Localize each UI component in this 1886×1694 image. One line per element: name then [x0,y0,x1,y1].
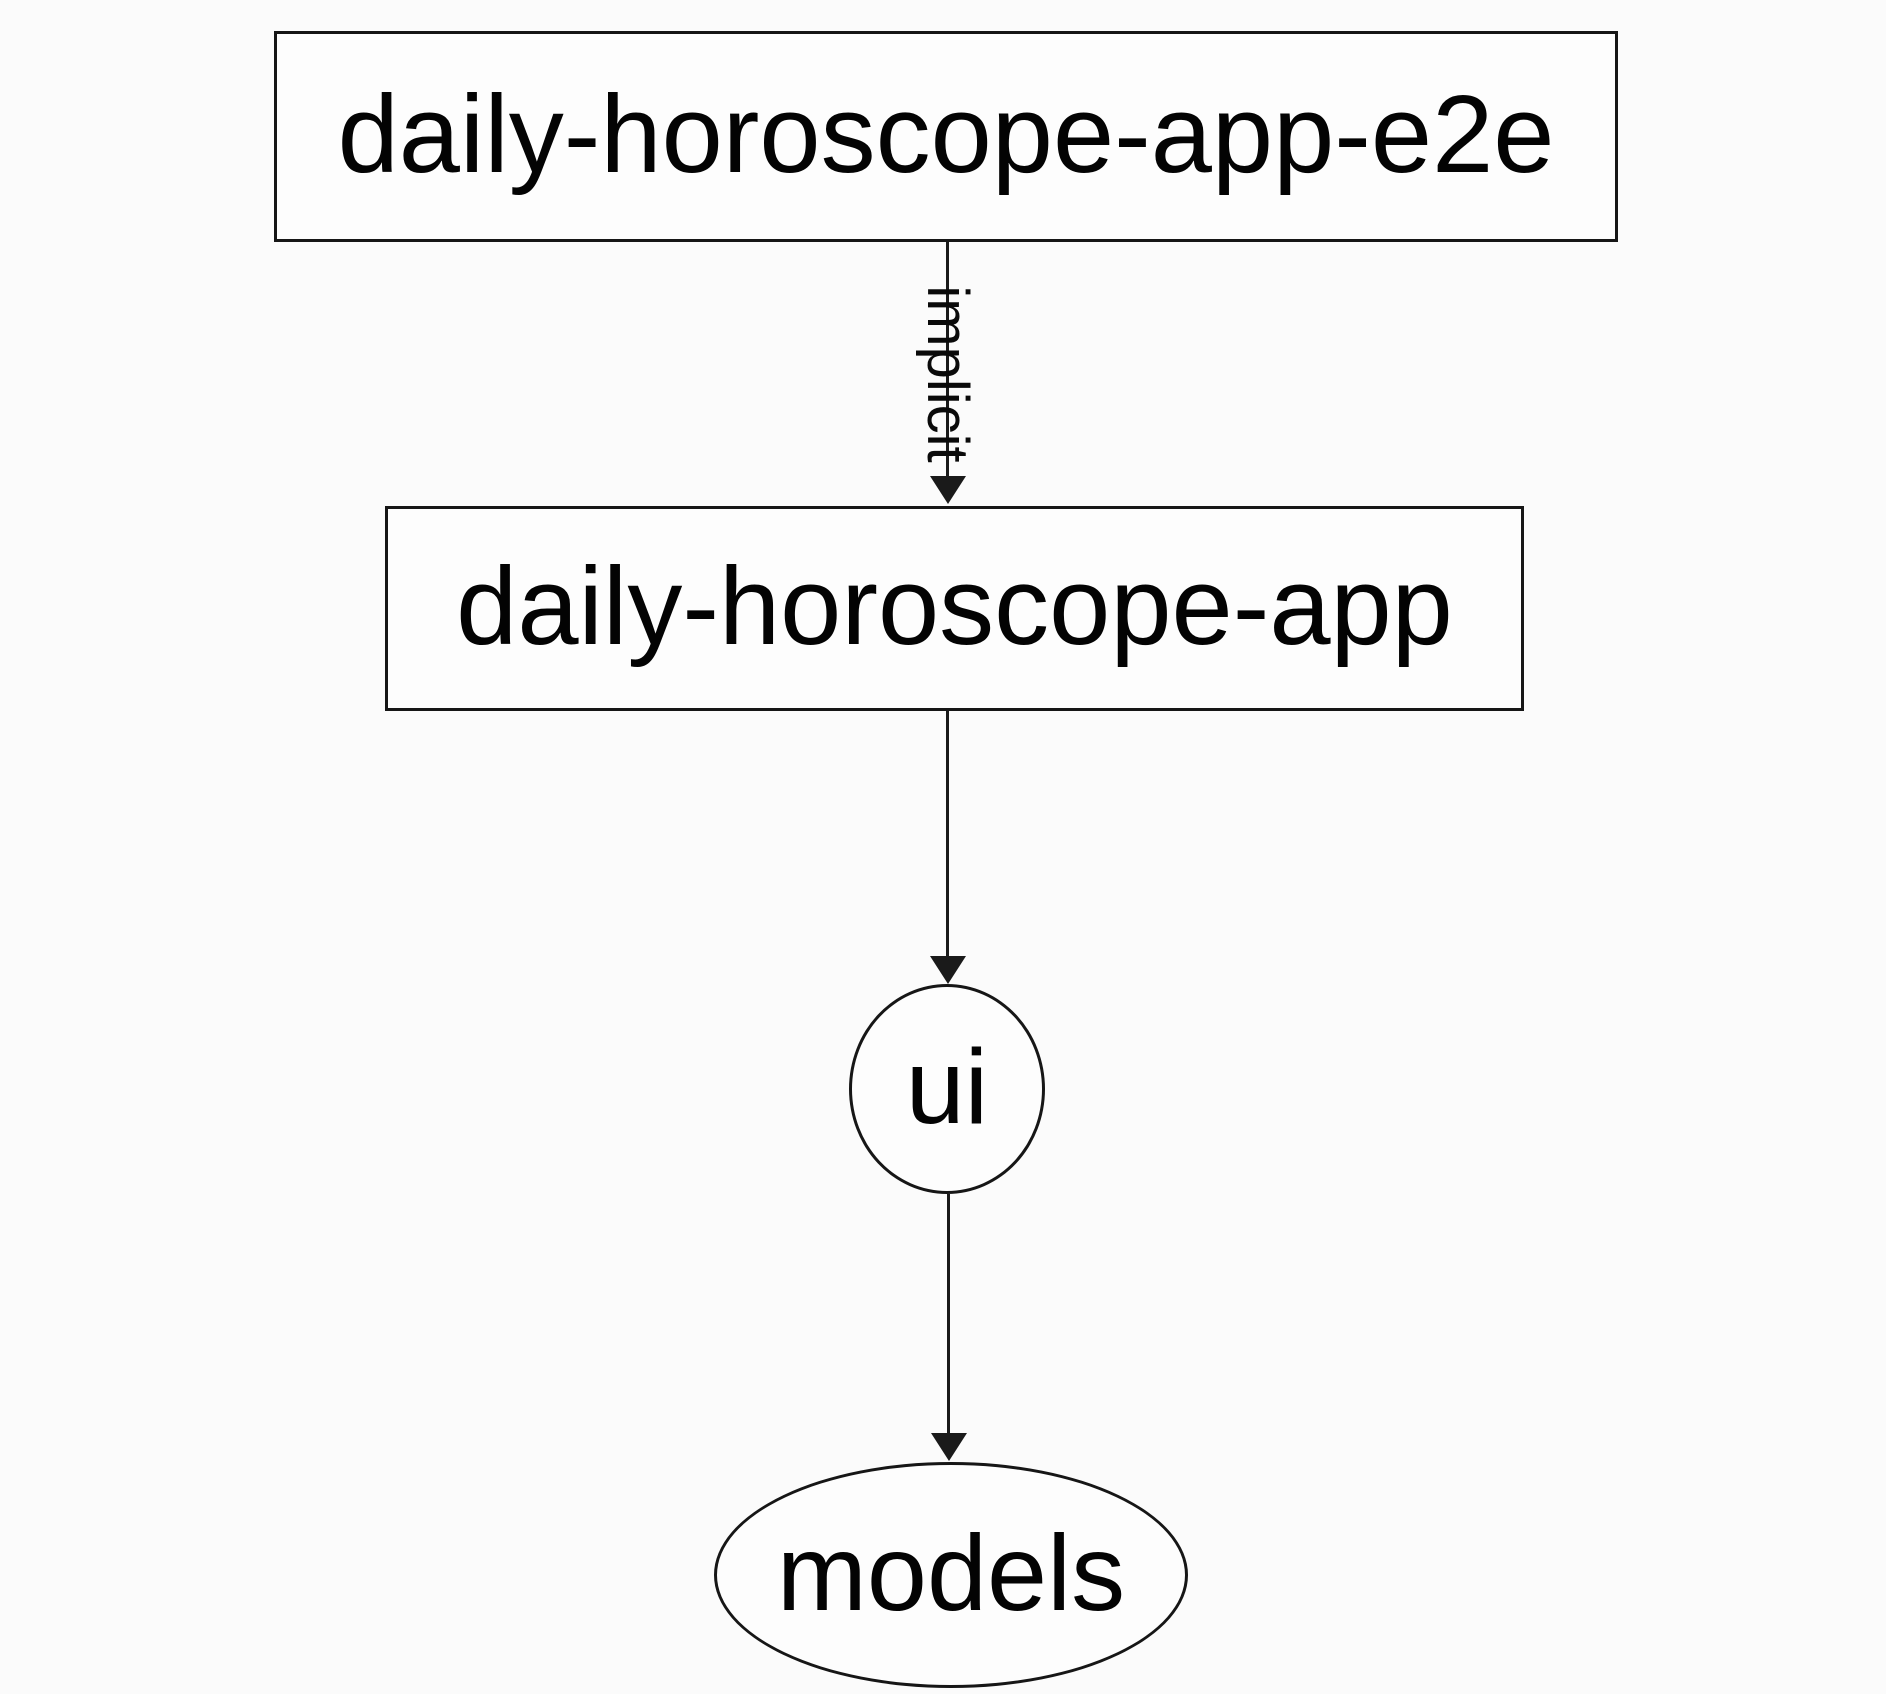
arrowhead-down-icon [931,1433,967,1461]
node-daily-horoscope-app-e2e[interactable]: daily-horoscope-app-e2e [274,31,1618,242]
node-ui[interactable]: ui [849,984,1045,1194]
node-models[interactable]: models [714,1462,1188,1688]
edge-app-to-ui-line [946,711,949,957]
node-label-daily-horoscope-app: daily-horoscope-app [456,544,1453,668]
node-label-daily-horoscope-app-e2e: daily-horoscope-app-e2e [337,72,1555,196]
arrowhead-down-icon [930,476,966,504]
arrowhead-down-icon [930,956,966,984]
edge-implicit-label: implicit [915,285,980,463]
node-label-ui: ui [905,1028,989,1146]
node-daily-horoscope-app[interactable]: daily-horoscope-app [385,506,1524,711]
node-label-models: models [776,1512,1126,1633]
edge-implicit-line [946,242,949,476]
edge-ui-to-models-line [947,1194,950,1433]
